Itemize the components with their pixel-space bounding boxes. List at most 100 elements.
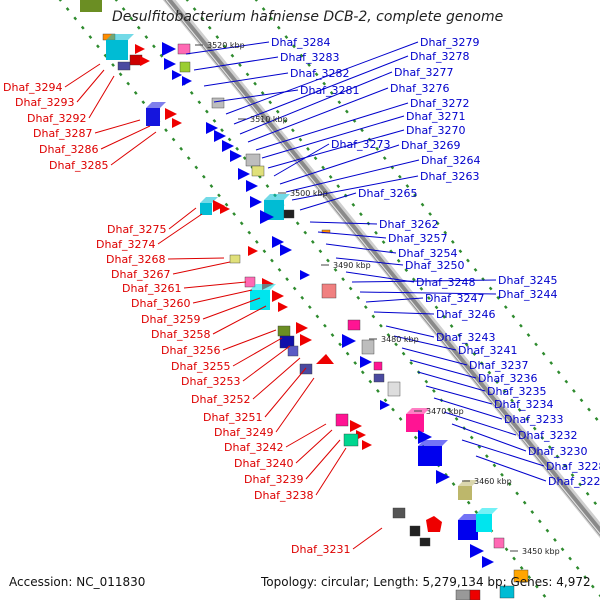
leader-line (275, 377, 315, 433)
leader-line (110, 131, 157, 166)
gene-label-left: Dhaf_3242 (224, 441, 284, 454)
leader-line (242, 345, 291, 382)
leader-line (365, 297, 424, 303)
leader-line (443, 411, 517, 436)
gene-box (373, 373, 385, 383)
gene-arrow (248, 246, 258, 256)
accession-text: Accession: NC_011830 (9, 575, 146, 589)
gene-box (211, 97, 225, 109)
leader-line (247, 87, 389, 143)
leader-line (309, 221, 378, 225)
gene-prism (406, 414, 424, 432)
gene-arrow (380, 400, 390, 410)
gene-box (287, 345, 299, 357)
gene-box (469, 589, 481, 600)
gene-box (513, 569, 529, 583)
gene-label-left: Dhaf_3258 (151, 328, 211, 341)
leader-line (267, 129, 405, 169)
leader-line (291, 175, 419, 201)
gene-label-right: Dhaf_3246 (436, 308, 496, 321)
leader-line (232, 337, 283, 367)
gene-arrow (164, 58, 176, 70)
gene-arrow (362, 440, 372, 450)
gene-arrow (213, 200, 225, 212)
scale-tick-label: 3480 kbp (381, 335, 419, 344)
gene-arrow (222, 140, 234, 152)
leader-line (225, 41, 419, 115)
gene-box (179, 61, 191, 73)
gene-label-left: Dhaf_3275 (107, 223, 167, 236)
gene-box (335, 413, 349, 427)
leader-line (279, 144, 400, 185)
scale-tick-label: 3460 kbp (474, 477, 512, 486)
gene-arrow (272, 236, 284, 248)
gene-label-right: Dhaf_3262 (379, 218, 439, 231)
gene-box (283, 209, 295, 219)
leader-line (409, 359, 477, 379)
leader-line (167, 257, 225, 260)
gene-arrow (250, 196, 262, 208)
gene-label-right: Dhaf_3230 (528, 445, 588, 458)
leader-line (433, 397, 503, 420)
gene-prism-top (264, 194, 290, 200)
leader-line (88, 75, 115, 119)
gene-arrow (300, 270, 310, 280)
leader-line (252, 357, 301, 400)
gene-label-right: Dhaf_3263 (420, 170, 480, 183)
gene-box (321, 283, 337, 299)
scale-tick-label: 3470 kbp (426, 407, 464, 416)
gene-label-right: Dhaf_3281 (300, 84, 360, 97)
gene-prism (106, 40, 128, 60)
leader-line (264, 367, 307, 418)
gene-prism (80, 0, 102, 12)
gene-label-right: Dhaf_3234 (494, 398, 554, 411)
gene-prism-top (146, 102, 166, 108)
gene-arrow (316, 354, 334, 364)
gene-arrow (356, 430, 366, 440)
gene-label-left: Dhaf_3285 (49, 159, 109, 172)
gene-prism (458, 520, 478, 540)
gene-arrow (238, 168, 250, 180)
leader-line (193, 56, 279, 71)
gene-label-right: Dhaf_3257 (388, 232, 448, 245)
gene-arrow (165, 108, 177, 120)
gene-box (251, 165, 265, 177)
gene-label-right: Dhaf_3241 (458, 344, 518, 357)
leader-line (325, 243, 397, 254)
gene-arrow (172, 70, 182, 80)
gene-arrow (220, 204, 230, 214)
gene-label-right: Dhaf_3283 (280, 51, 340, 64)
gene-label-right: Dhaf_3279 (420, 36, 480, 49)
gene-arrow (172, 118, 182, 128)
gene-label-right: Dhaf_3265 (358, 187, 418, 200)
leader-line (261, 115, 405, 159)
gene-box (245, 153, 261, 167)
gene-box (343, 433, 359, 447)
gene-arrow (360, 356, 372, 368)
leader-line (425, 385, 493, 405)
leader-line (461, 439, 545, 467)
gene-label-right: Dhaf_3282 (290, 67, 350, 80)
leader-line (345, 271, 415, 283)
gene-label-right: Dhaf_3237 (469, 359, 529, 372)
gene-prism (200, 203, 212, 215)
gene-label-left: Dhaf_3259 (141, 313, 201, 326)
scale-tick-label: 3450 kbp (522, 547, 560, 556)
gene-label-right: Dhaf_3271 (406, 110, 466, 123)
gene-arrow (182, 76, 192, 86)
gene-arrow (246, 180, 258, 192)
gene-label-right: Dhaf_3273 (331, 138, 391, 151)
gene-arrow (140, 56, 150, 66)
gene-box (455, 589, 471, 600)
leader-line (475, 455, 547, 482)
gene-box (493, 537, 505, 549)
gene-features (80, 0, 529, 600)
gene-arrow (470, 544, 484, 558)
leader-line (202, 297, 261, 320)
gene-box (373, 361, 383, 371)
leader-line (385, 325, 435, 338)
gene-label-right: Dhaf_3264 (421, 154, 481, 167)
gene-label-right: Dhaf_3232 (518, 429, 578, 442)
